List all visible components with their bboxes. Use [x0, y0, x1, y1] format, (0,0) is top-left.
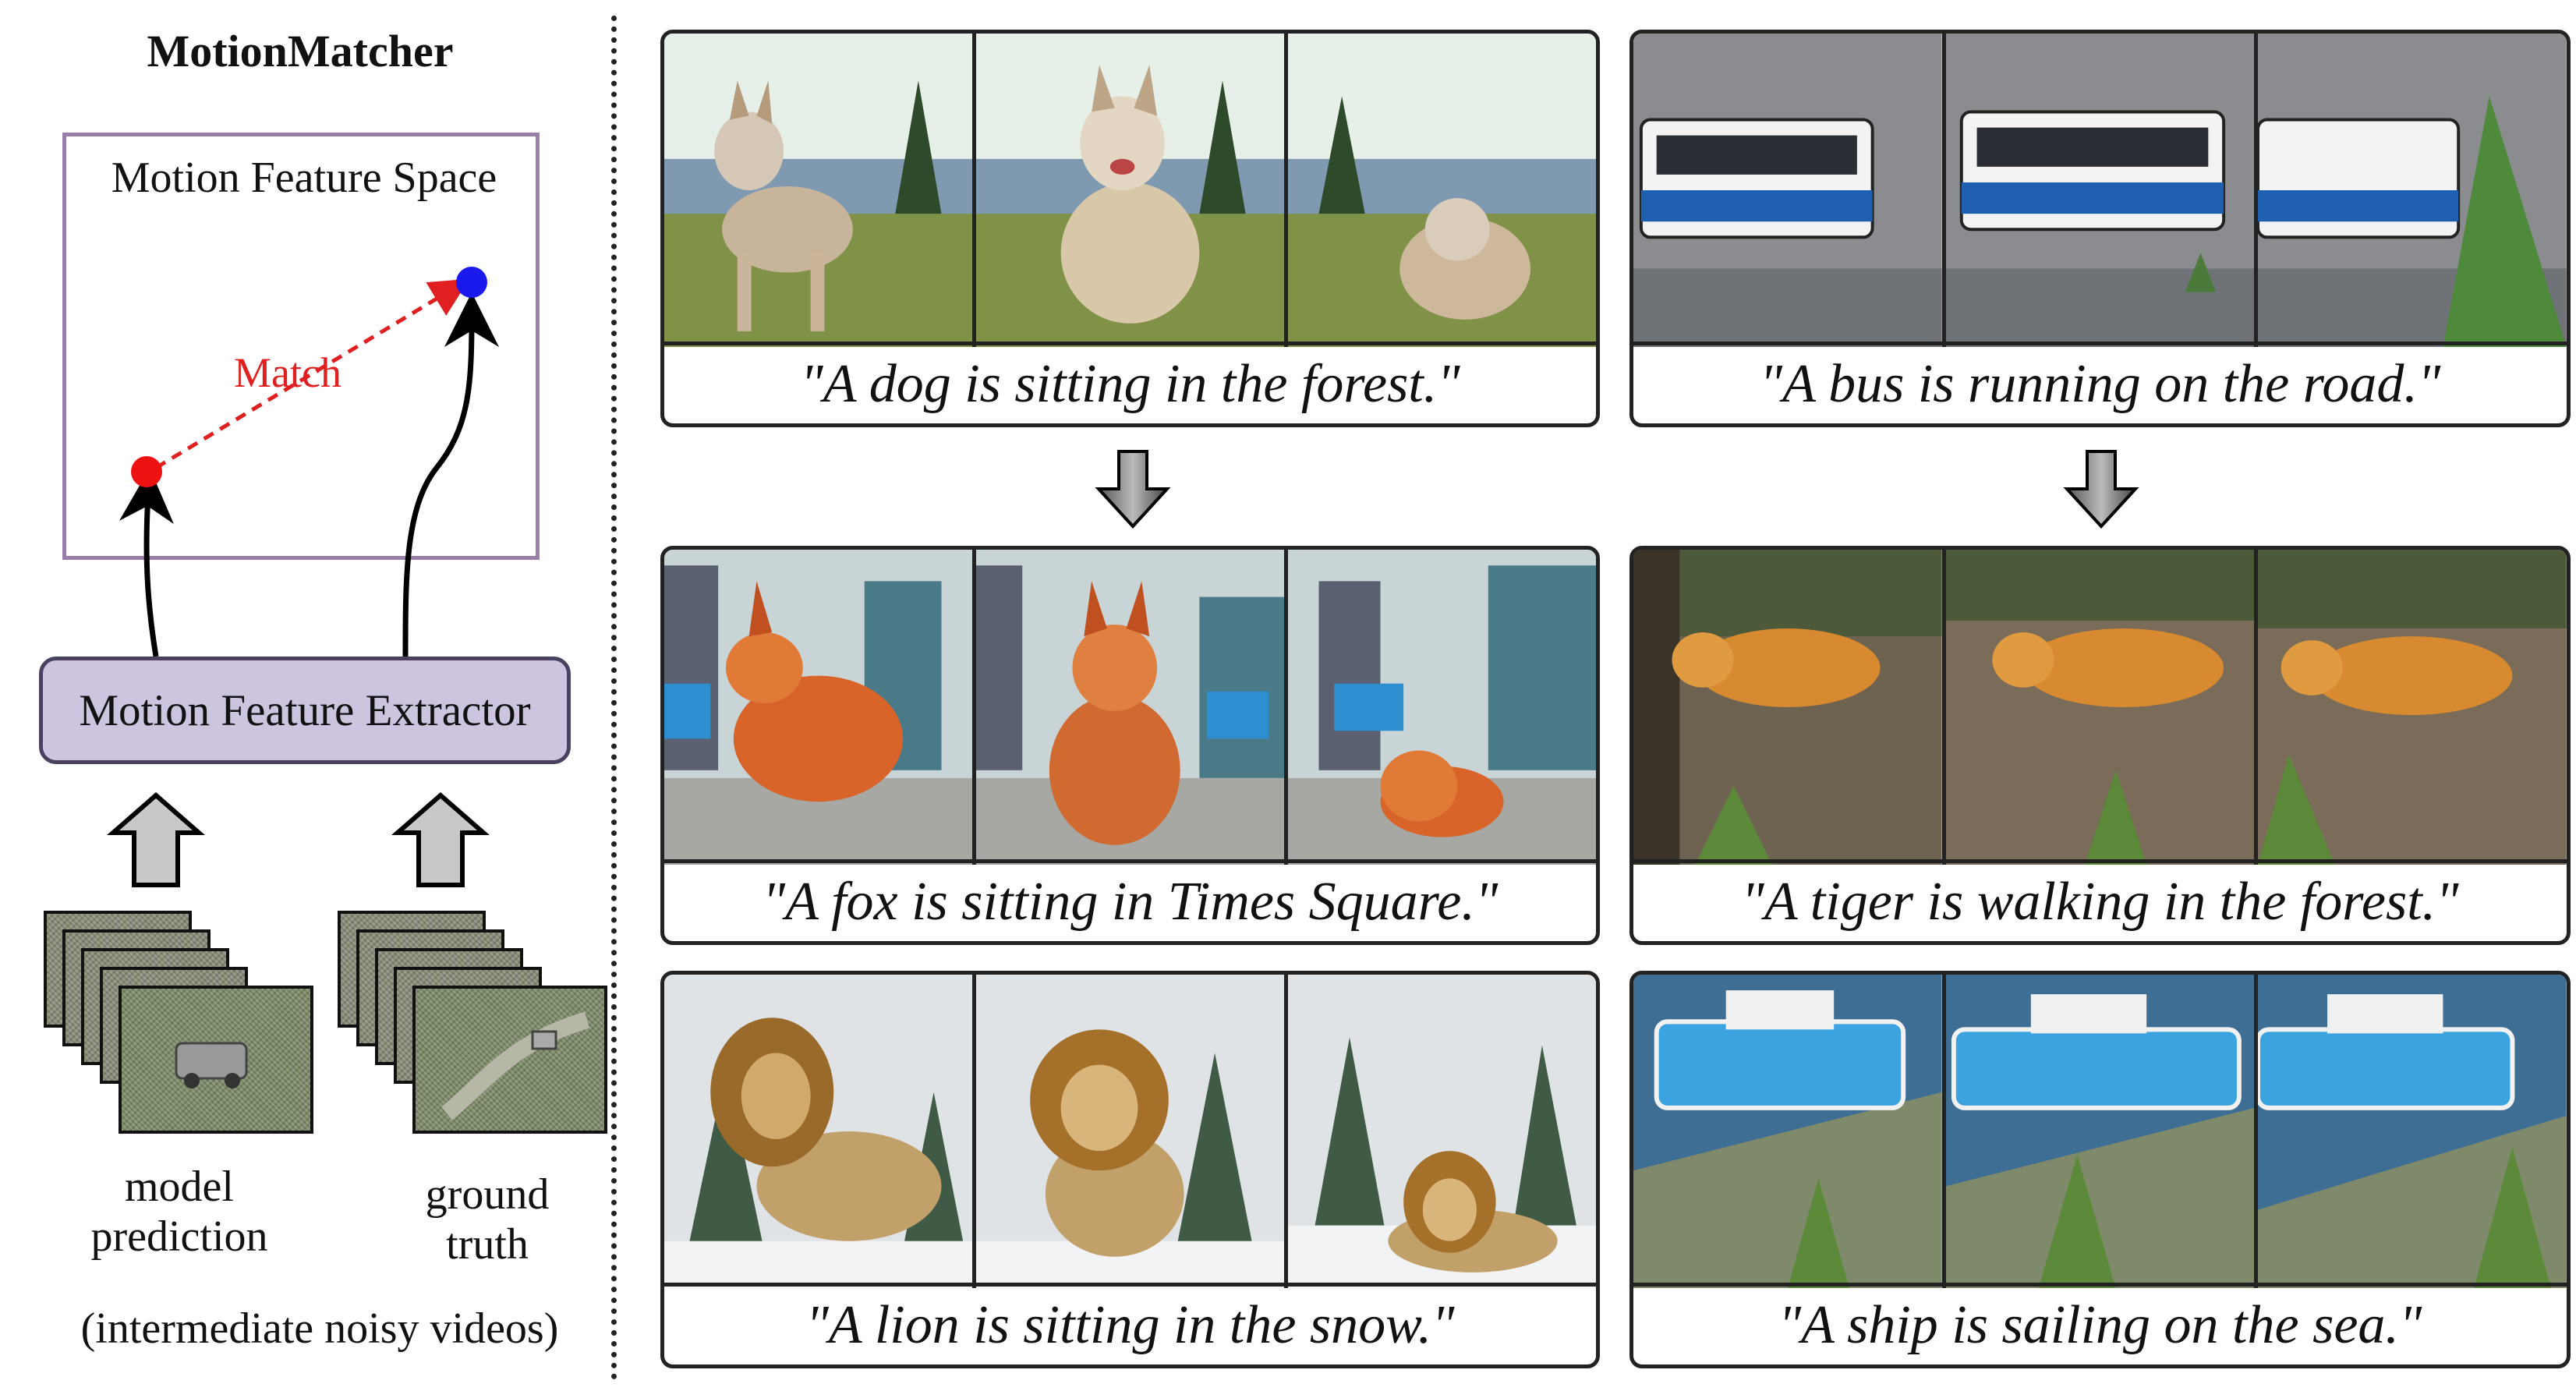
video-frame: [1288, 550, 1596, 865]
video-frames: [664, 34, 1596, 347]
prediction-feature-arrow: [119, 468, 174, 657]
video-frames: [1633, 975, 2567, 1288]
video-frame: [1288, 34, 1596, 347]
model-prediction-label: model prediction: [31, 1162, 327, 1262]
ground-truth-label-line2: truth: [446, 1220, 529, 1269]
video-frame: [664, 550, 976, 865]
transfer-arrow-right: [2063, 450, 2139, 529]
video-frames: [1633, 550, 2567, 865]
noisy-frame-top: [412, 986, 607, 1134]
video-frame: [1633, 550, 1946, 865]
panel-caption: "A bus is running on the road.": [1633, 342, 2567, 423]
video-frame: [664, 34, 976, 347]
motion-feature-space-box: [62, 133, 540, 560]
predicted-motion-point: [131, 456, 162, 487]
panel-caption: "A ship is sailing on the sea.": [1633, 1283, 2567, 1364]
video-frame: [976, 975, 1288, 1288]
video-frame: [1633, 34, 1946, 347]
panel-caption: "A tiger is walking in the forest.": [1633, 859, 2567, 941]
ground-truth-feature-arrow: [402, 292, 499, 657]
video-frame: [1288, 975, 1596, 1288]
target-motion-point: [456, 267, 487, 298]
motion-feature-extractor: Motion Feature Extractor: [39, 657, 571, 764]
example-panel-lion: "A lion is sitting in the snow.": [660, 971, 1600, 1368]
panel-caption: "A lion is sitting in the snow.": [664, 1283, 1596, 1364]
motion-feature-space-label: Motion Feature Space: [111, 154, 497, 202]
video-frame: [976, 550, 1288, 865]
video-frame: [2258, 550, 2567, 865]
model-prediction-label-line1: model: [125, 1163, 234, 1211]
video-frame: [1633, 975, 1946, 1288]
method-title: MotionMatcher: [147, 26, 454, 76]
panel-caption: "A dog is sitting in the forest.": [664, 342, 1596, 423]
motion-feature-extractor-label: Motion Feature Extractor: [79, 685, 531, 735]
left-diagram-graphics: [107, 267, 499, 887]
example-panel-bus: "A bus is running on the road.": [1629, 30, 2571, 427]
video-frames: [664, 550, 1596, 865]
ground-truth-input-arrow: [391, 792, 490, 887]
ground-truth-label-line1: ground: [425, 1170, 550, 1219]
video-frame: [976, 34, 1288, 347]
video-frame: [664, 975, 976, 1288]
ground-truth-label: ground truth: [343, 1170, 632, 1269]
prediction-input-arrow: [107, 792, 205, 887]
match-arrow: [154, 278, 470, 470]
car-icon: [175, 1042, 248, 1088]
example-panel-dog: "A dog is sitting in the forest.": [660, 30, 1600, 427]
noisy-frame-top: [119, 986, 313, 1134]
example-panel-tiger: "A tiger is walking in the forest.": [1629, 546, 2571, 945]
panel-caption: "A fox is sitting in Times Square.": [664, 859, 1596, 941]
video-frame: [2258, 975, 2567, 1288]
video-frame: [1945, 550, 2259, 865]
video-frame: [1945, 975, 2259, 1288]
video-frame: [1945, 34, 2259, 347]
model-prediction-label-line2: prediction: [90, 1212, 268, 1261]
example-panel-ship: "A ship is sailing on the sea.": [1629, 971, 2571, 1368]
model-prediction-frame-stack: [44, 911, 313, 1145]
video-frames: [1633, 34, 2567, 347]
example-panel-fox: "A fox is sitting in Times Square.": [660, 546, 1600, 945]
road-icon: [441, 1011, 590, 1120]
transfer-arrow-left: [1095, 450, 1171, 529]
video-frame: [2258, 34, 2567, 347]
noisy-videos-note: (intermediate noisy videos): [80, 1304, 559, 1353]
section-separator: [611, 16, 617, 1380]
ground-truth-frame-stack: [338, 911, 607, 1145]
video-frames: [664, 975, 1596, 1288]
